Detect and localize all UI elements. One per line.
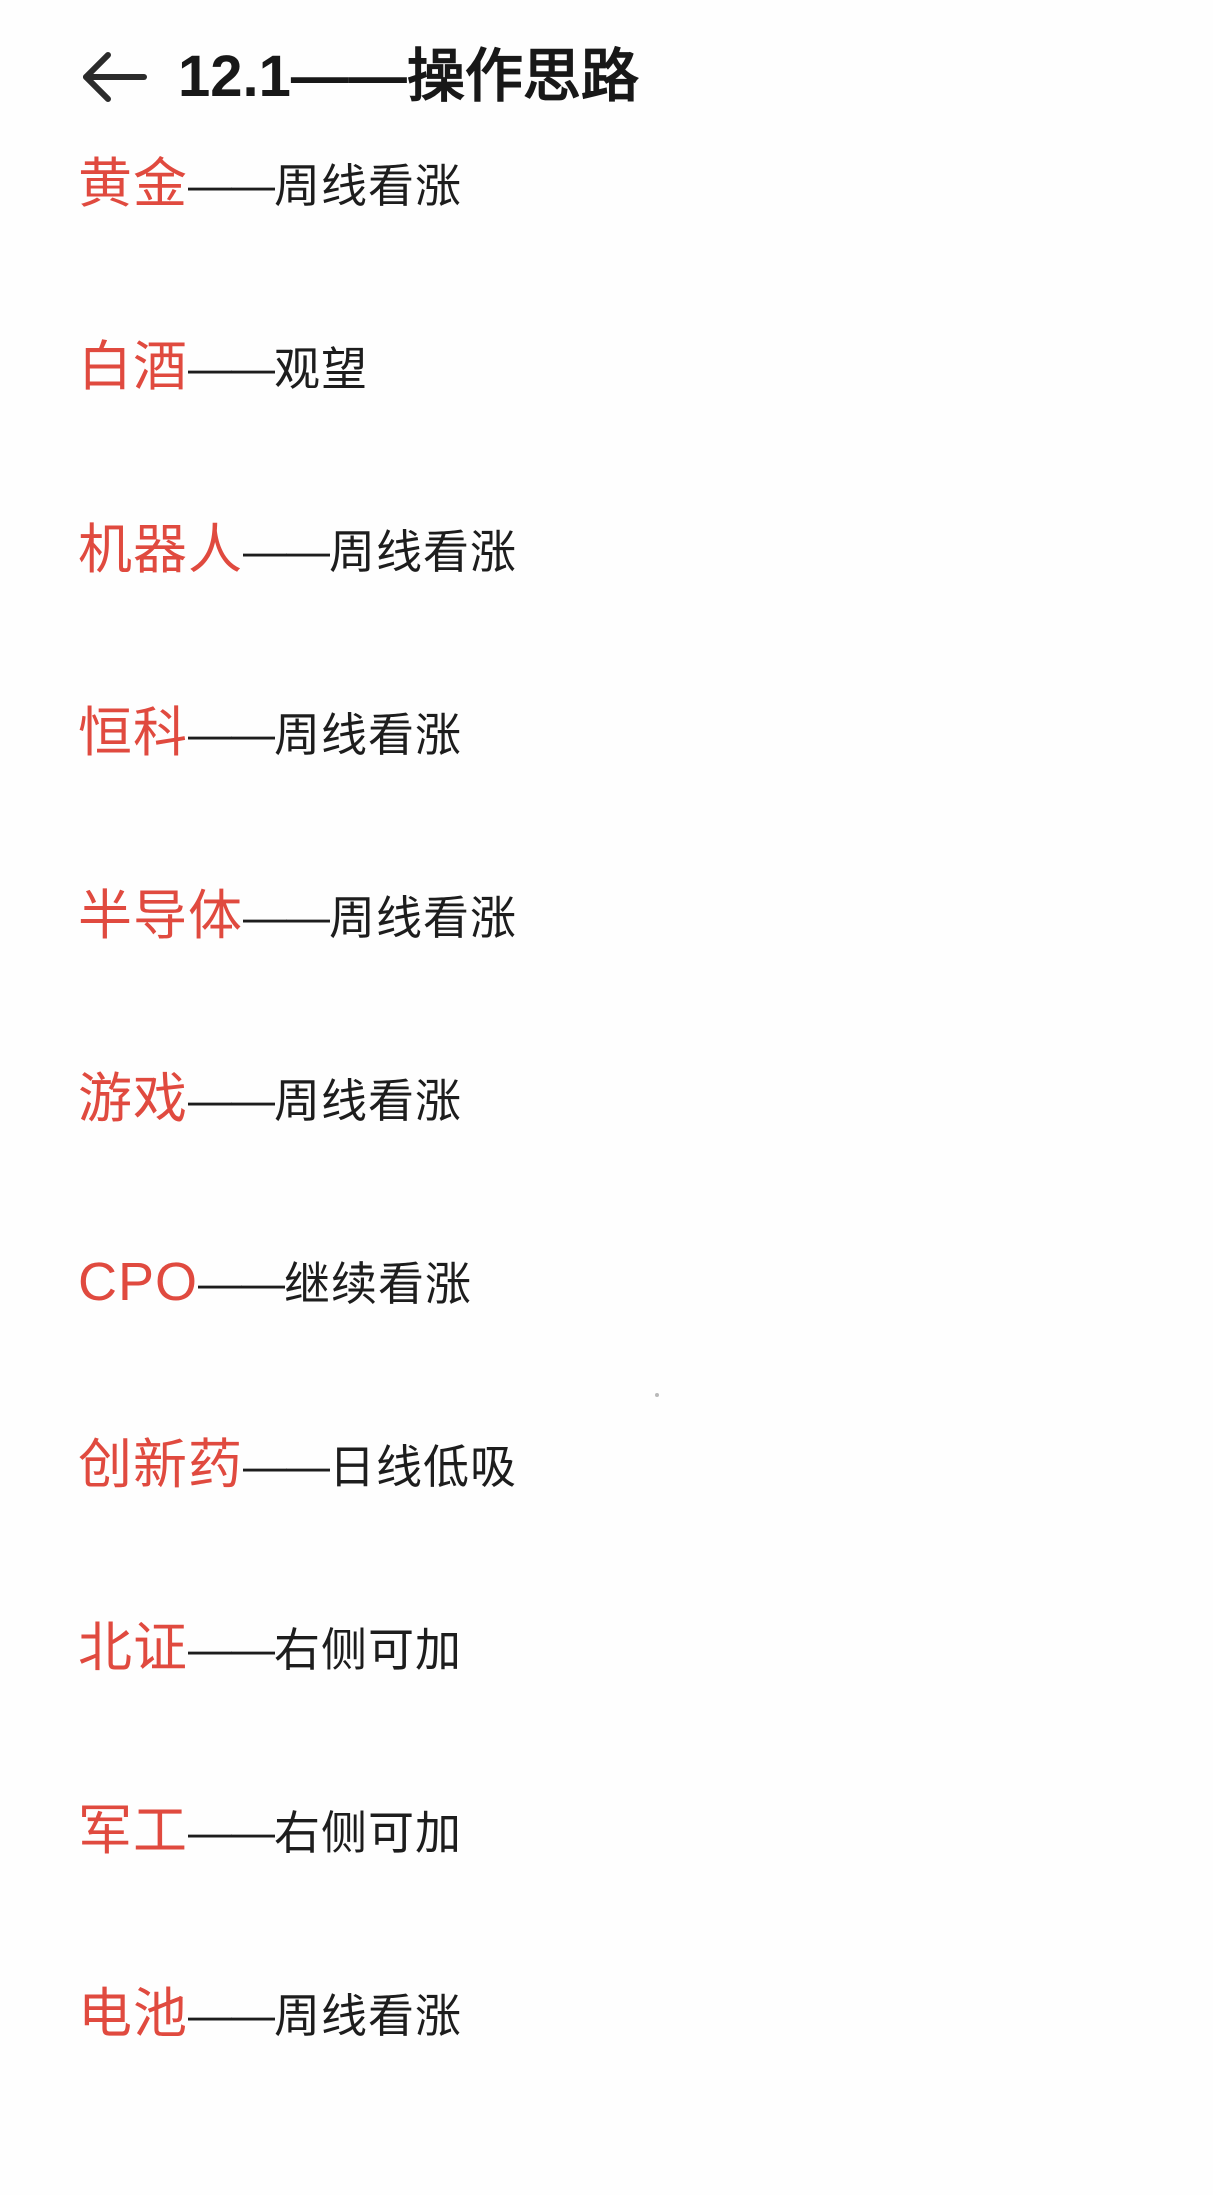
list-item-text: 北证——右侧可加 [78,1620,462,1677]
sector-name: 恒科 [78,703,188,763]
sector-name: 军工 [78,1801,188,1861]
list-item[interactable]: CPO——继续看涨 [78,1254,1213,1437]
sector-outlook: 继续看涨 [284,1258,473,1310]
sector-outlook-list: 黄金——周线看涨 白酒——观望 机器人——周线看涨 恒科——周线看涨 半导体——… [0,156,1213,2169]
list-item-text: 军工——右侧可加 [78,1803,462,1860]
sector-name: 北证 [78,1618,188,1678]
sector-outlook: 右侧可加 [274,1624,462,1676]
sector-name: 机器人 [78,520,243,580]
sector-name: 游戏 [78,1069,188,1129]
sector-outlook: 观望 [274,343,368,395]
sector-outlook: 周线看涨 [274,709,462,761]
list-item-text: 创新药——日线低吸 [78,1437,517,1494]
list-item-text: 机器人——周线看涨 [78,522,517,579]
list-item[interactable]: 军工——右侧可加 [78,1803,1213,1986]
separator-dash: —— [188,1076,275,1125]
list-item-text: 黄金——周线看涨 [78,156,462,213]
sector-outlook: 周线看涨 [329,526,517,578]
list-item[interactable]: 半导体——周线看涨 [78,888,1213,1071]
list-item[interactable]: 北证——右侧可加 [78,1620,1213,1803]
list-item-text: 电池——周线看涨 [78,1986,462,2043]
separator-dash: —— [188,161,275,210]
sector-outlook: 周线看涨 [274,160,462,212]
list-item-text: CPO——继续看涨 [78,1254,472,1311]
sector-name: 白酒 [78,337,188,397]
list-item[interactable]: 创新药——日线低吸 [78,1437,1213,1620]
list-item[interactable]: 机器人——周线看涨 [78,522,1213,705]
separator-dash: —— [188,1625,275,1674]
list-item-text: 半导体——周线看涨 [78,888,517,945]
list-item-text: 恒科——周线看涨 [78,705,462,762]
sector-name: 创新药 [78,1435,243,1495]
sector-name: CPO [78,1252,199,1312]
sector-outlook: 周线看涨 [274,1990,462,2042]
page-header: 12.1——操作思路 [0,0,1213,112]
separator-dash: —— [243,1442,330,1491]
page-title: 12.1——操作思路 [178,44,639,109]
sector-name: 半导体 [78,886,243,946]
separator-dash: —— [188,1808,275,1857]
separator-dash: —— [243,527,330,576]
back-arrow-icon[interactable] [78,38,156,116]
separator-dash: —— [188,1991,275,2040]
sector-outlook: 周线看涨 [274,1075,462,1127]
separator-dash: —— [243,893,330,942]
sector-outlook: 周线看涨 [329,892,517,944]
sector-outlook: 日线低吸 [329,1441,517,1493]
separator-dash: —— [198,1259,285,1308]
list-item[interactable]: 黄金——周线看涨 [78,156,1213,339]
separator-dash: —— [188,344,275,393]
list-item-text: 白酒——观望 [78,339,368,396]
list-item[interactable]: 游戏——周线看涨 [78,1071,1213,1254]
separator-dash: —— [188,710,275,759]
list-item[interactable]: 电池——周线看涨 [78,1986,1213,2169]
page-speck [655,1393,659,1397]
sector-name: 黄金 [78,154,188,214]
list-item-text: 游戏——周线看涨 [78,1071,462,1128]
list-item[interactable]: 恒科——周线看涨 [78,705,1213,888]
sector-name: 电池 [78,1984,188,2044]
list-item[interactable]: 白酒——观望 [78,339,1213,522]
sector-outlook: 右侧可加 [274,1807,462,1859]
